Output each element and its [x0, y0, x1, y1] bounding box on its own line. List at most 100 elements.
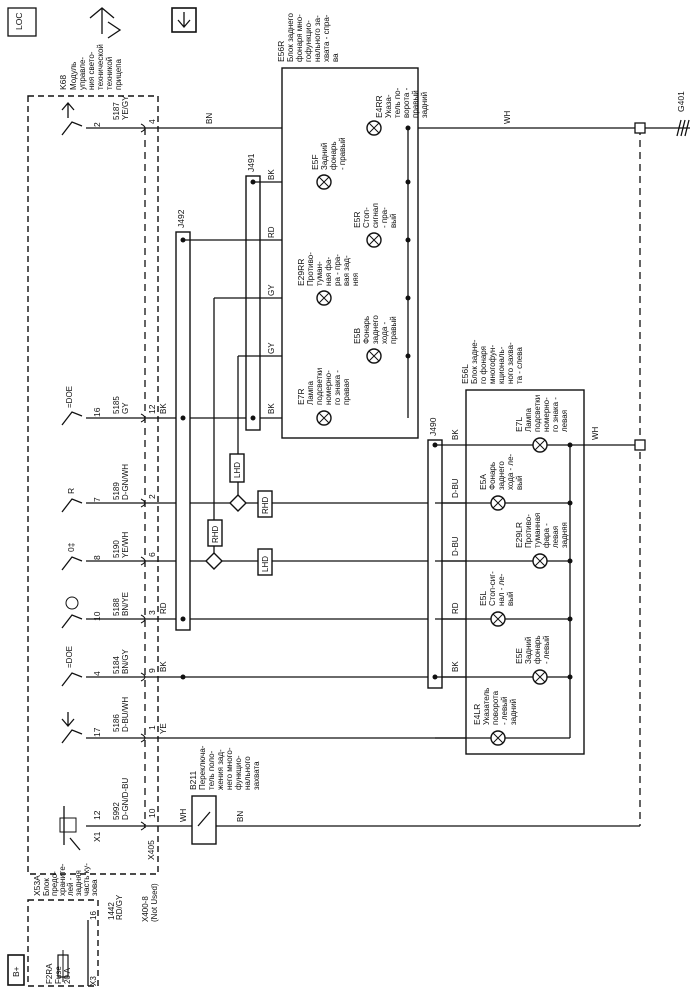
- svg-text:го знака -: го знака -: [551, 397, 560, 432]
- svg-text:LHD: LHD: [233, 462, 242, 478]
- lamp-e7r: E7R Лампа подсветки номерно- го знака - …: [296, 368, 351, 426]
- svg-text:5184: 5184: [112, 656, 121, 674]
- svg-text:RD: RD: [451, 602, 460, 614]
- svg-text:фонаря мно-: фонаря мно-: [295, 14, 304, 62]
- svg-text:нал - ле-: нал - ле-: [497, 573, 506, 606]
- svg-text:6: 6: [147, 552, 157, 557]
- switch-contact-icon: [61, 672, 83, 687]
- svg-text:D-GN/D-BU: D-GN/D-BU: [121, 778, 130, 820]
- svg-text:BK: BK: [267, 403, 276, 414]
- svg-text:сигнал: сигнал: [371, 203, 380, 228]
- svg-text:5186: 5186: [112, 714, 121, 732]
- svg-text:5185: 5185: [112, 396, 121, 414]
- svg-text:прицепа: прицепа: [114, 58, 123, 90]
- j491-label: J491: [246, 153, 256, 172]
- svg-text:тель поло-: тель поло-: [207, 750, 216, 790]
- svg-text:левая: левая: [551, 526, 560, 548]
- ground-g401-icon: [676, 119, 690, 137]
- lamp-e5b: E5B Фонарь заднего хода - правый: [352, 315, 398, 364]
- svg-text:ния свето-: ния свето-: [87, 51, 96, 90]
- svg-text:Задний: Задний: [320, 143, 329, 170]
- g401-label: G401: [676, 91, 686, 112]
- svg-text:Задний: Задний: [524, 637, 533, 664]
- svg-text:BK: BK: [451, 429, 460, 440]
- svg-text:3: 3: [147, 610, 157, 615]
- svg-text:тель по-: тель по-: [393, 87, 402, 118]
- svg-text:задняя: задняя: [74, 870, 83, 896]
- k68-label: K68 Модуль управле- ния свето- техническ…: [58, 44, 123, 90]
- tail-light-icon: =DOE: [65, 386, 74, 408]
- svg-text:нального: нального: [243, 756, 252, 790]
- x53a-outline: [27, 899, 99, 987]
- svg-text:Лампа: Лампа: [306, 380, 315, 405]
- svg-text:вый: вый: [506, 592, 515, 606]
- svg-text:вый: вый: [389, 214, 398, 228]
- svg-text:E4RR: E4RR: [374, 95, 384, 118]
- switch-contact-icon: [61, 411, 83, 426]
- service-arrows-icon: [89, 7, 122, 39]
- location-icon: LOC: [7, 7, 37, 37]
- svg-text:E5A: E5A: [478, 474, 488, 490]
- svg-text:D-BU/WH: D-BU/WH: [121, 697, 130, 732]
- svg-text:Указа-: Указа-: [384, 94, 393, 118]
- svg-text:BK: BK: [159, 403, 168, 414]
- svg-text:подсветки: подсветки: [533, 395, 542, 432]
- svg-text:Fuse: Fuse: [54, 966, 63, 984]
- lamp-e4lr: E4LR Указатель поворота - левый задний: [472, 688, 518, 746]
- fog-light-icon: 0‡: [66, 542, 76, 552]
- svg-text:поворота: поворота: [491, 690, 500, 725]
- switch-contact-icon: [61, 614, 83, 629]
- svg-text:зова: зова: [90, 879, 99, 896]
- svg-text:E4LR: E4LR: [472, 704, 482, 725]
- svg-text:лей -: лей -: [66, 877, 75, 896]
- splice-j491: [245, 175, 261, 431]
- svg-text:Стоп-: Стоп-: [362, 207, 371, 228]
- svg-text:4: 4: [92, 671, 102, 676]
- svg-text:RD: RD: [267, 226, 276, 238]
- svg-text:RD: RD: [159, 602, 168, 614]
- svg-text:BN: BN: [205, 113, 214, 124]
- svg-text:E29LR: E29LR: [514, 522, 524, 548]
- x1-label: X1: [92, 831, 102, 842]
- svg-text:задняя: задняя: [560, 522, 569, 548]
- svg-text:хода -: хода -: [380, 321, 389, 344]
- e56r-block: [281, 67, 419, 439]
- splice-j492: [175, 231, 191, 631]
- lamp-e29rr: E29RR Противо- туман- ная фа- ра - пра- …: [296, 252, 360, 306]
- svg-text:ворота -: ворота -: [402, 87, 411, 118]
- tail-light-icon: =DOE: [65, 646, 74, 668]
- b211-label: B211 Переключа- тель поло- жения зад- не…: [188, 745, 261, 790]
- svg-text:17: 17: [92, 727, 102, 737]
- svg-text:20 A: 20 A: [63, 967, 72, 984]
- svg-text:Противо-: Противо-: [524, 514, 533, 548]
- svg-text:храните-: храните-: [58, 863, 67, 896]
- svg-text:E5B: E5B: [352, 328, 362, 344]
- svg-text:задний: задний: [420, 92, 429, 118]
- svg-text:RHD: RHD: [211, 525, 220, 543]
- x53a-conn: X3: [89, 976, 98, 986]
- svg-text:BK: BK: [267, 169, 276, 180]
- svg-text:предо-: предо-: [50, 871, 59, 896]
- svg-text:ра - пра-: ра - пра-: [333, 254, 342, 286]
- svg-text:ва: ва: [331, 53, 340, 62]
- svg-text:GY: GY: [267, 342, 276, 354]
- svg-text:подсветки: подсветки: [315, 368, 324, 405]
- svg-text:хода - ле-: хода - ле-: [506, 453, 515, 490]
- svg-text:Указатель: Указатель: [482, 688, 491, 725]
- svg-text:5992: 5992: [112, 802, 121, 820]
- lamp-e29lr: E29LR Противо- туманная фара - левая зад…: [514, 513, 569, 569]
- lamp-e5e: E5E Задний фонарь - левый: [514, 635, 551, 685]
- svg-text:нального за-: нального за-: [313, 15, 322, 62]
- x53a-circuit: 1442: [107, 902, 116, 920]
- svg-text:E5F: E5F: [310, 154, 320, 170]
- svg-text:хвата - спра-: хвата - спра-: [322, 14, 331, 62]
- switch-contact-icon: [61, 556, 83, 571]
- svg-text:E7R: E7R: [296, 388, 306, 405]
- bplus-label: B+: [11, 966, 21, 977]
- svg-text:ного захва-: ного захва-: [506, 342, 515, 384]
- svg-text:D-BU: D-BU: [451, 536, 460, 556]
- svg-text:GY: GY: [267, 284, 276, 296]
- x53a-color: RD/GY: [115, 894, 124, 920]
- lamp-e5l: E5L Стоп-сиг- нал - ле- вый: [478, 571, 515, 627]
